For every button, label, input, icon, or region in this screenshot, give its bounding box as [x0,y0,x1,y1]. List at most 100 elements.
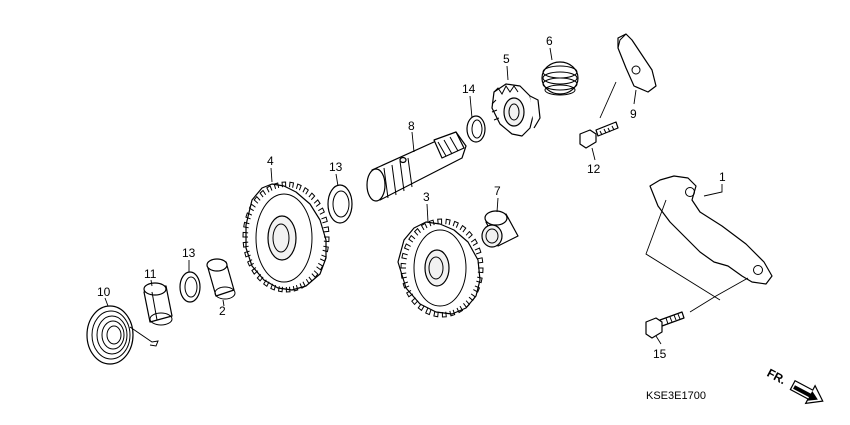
gear-tooth [251,267,259,275]
gear-tooth [295,183,302,191]
gear-tooth [428,219,435,227]
gear-tooth [323,226,330,233]
gear-tooth [321,216,328,224]
gear-tooth [285,286,291,293]
gear-tooth [305,276,313,285]
gear-tooth [256,273,264,282]
gear-tooth [456,305,464,314]
callout-numbers: 1 2 3 4 5 6 7 8 9 10 11 12 13 13 14 15 [97,34,726,361]
gear-tooth [270,283,277,291]
callout-10: 10 [97,285,111,299]
gear-tooth [401,252,408,260]
gear-tooth [425,308,432,316]
gear-tooth [263,279,270,287]
ratchet-spring [541,61,579,96]
kick-ratchet [491,83,541,137]
kick-idle-gear [242,181,330,293]
callout-13-lower: 13 [182,246,196,260]
gear-tooth [316,262,324,271]
gear-tooth [302,187,309,195]
gear-tooth [465,230,473,239]
gear-tooth [433,311,439,318]
thrust-washer-upper [327,184,353,224]
callout-1: 1 [719,170,726,184]
gear-tooth [243,221,250,229]
gear-tooth [322,245,329,253]
spring-guide [143,282,173,326]
gear-tooth [402,281,410,289]
callout-7: 7 [494,184,501,198]
gear-tooth [318,207,325,215]
kick-starter-spindle [366,131,467,202]
gear-tooth [313,199,321,207]
bushing [206,258,236,300]
callout-15: 15 [653,347,667,361]
gear-tooth [406,289,414,298]
gear-tooth [292,284,299,292]
ratchet-guide-plate [617,33,657,93]
gear-tooth [477,257,484,264]
front-direction-arrow: FR. [765,366,824,405]
callout-13-upper: 13 [329,160,343,174]
gear-tooth [403,243,411,251]
gear-tooth [437,218,443,225]
gear-tooth [245,212,253,220]
gear-tooth [474,247,482,255]
kick-driven-gear [397,218,484,318]
snap-ring [466,115,486,143]
gear-tooth [289,181,295,188]
gear-tooth [470,238,478,247]
gear-tooth [473,285,481,293]
bolt-lower [645,311,685,339]
callout-4: 4 [267,154,274,168]
gear-tooth [476,276,483,284]
collar [481,210,519,248]
callout-9: 9 [630,107,637,121]
gear-tooth [445,218,451,225]
gear-tooth [277,286,283,293]
gear-tooth [259,189,267,198]
gear-tooth [273,182,280,190]
kick-spring [86,305,159,365]
callout-8: 8 [408,119,415,133]
gear-tooth [242,231,249,238]
gear-tooth [242,241,249,248]
gear-tooth [319,254,327,262]
gear-tooth [266,185,273,193]
gear-tooth [463,300,471,309]
gear-tooth [400,272,407,279]
gear-tooth [247,259,254,267]
callout-6: 6 [546,34,553,48]
callout-5: 5 [503,52,510,66]
gear-tooth [299,281,306,289]
gear-tooth [459,224,467,233]
callout-12: 12 [587,162,601,176]
callout-11: 11 [144,267,157,281]
front-arrow-label: FR. [765,366,789,387]
gear-tooth [400,262,407,269]
callout-3: 3 [423,190,430,204]
cover-plate [649,175,773,285]
callout-14: 14 [462,82,476,96]
gear-tooth [408,234,416,243]
gear-tooth [420,222,428,231]
thrust-washer-lower [179,271,201,303]
gear-tooth [413,227,421,236]
gear-tooth [311,270,319,279]
gear-tooth [281,181,287,188]
gear-tooth [308,192,316,201]
gear-tooth [468,293,476,302]
gear-tooth [244,250,251,258]
gear-tooth [441,311,447,318]
gear-tooth [253,195,261,204]
leader-lines [104,47,749,345]
callout-2: 2 [219,304,226,318]
gear-tooth [248,203,256,212]
gear-tooth [449,309,456,317]
gear-tooth [417,303,425,312]
gear-tooth [411,297,419,306]
gear-tooth [323,236,330,243]
gear-tooth [477,267,484,274]
gear-tooth [452,220,459,228]
